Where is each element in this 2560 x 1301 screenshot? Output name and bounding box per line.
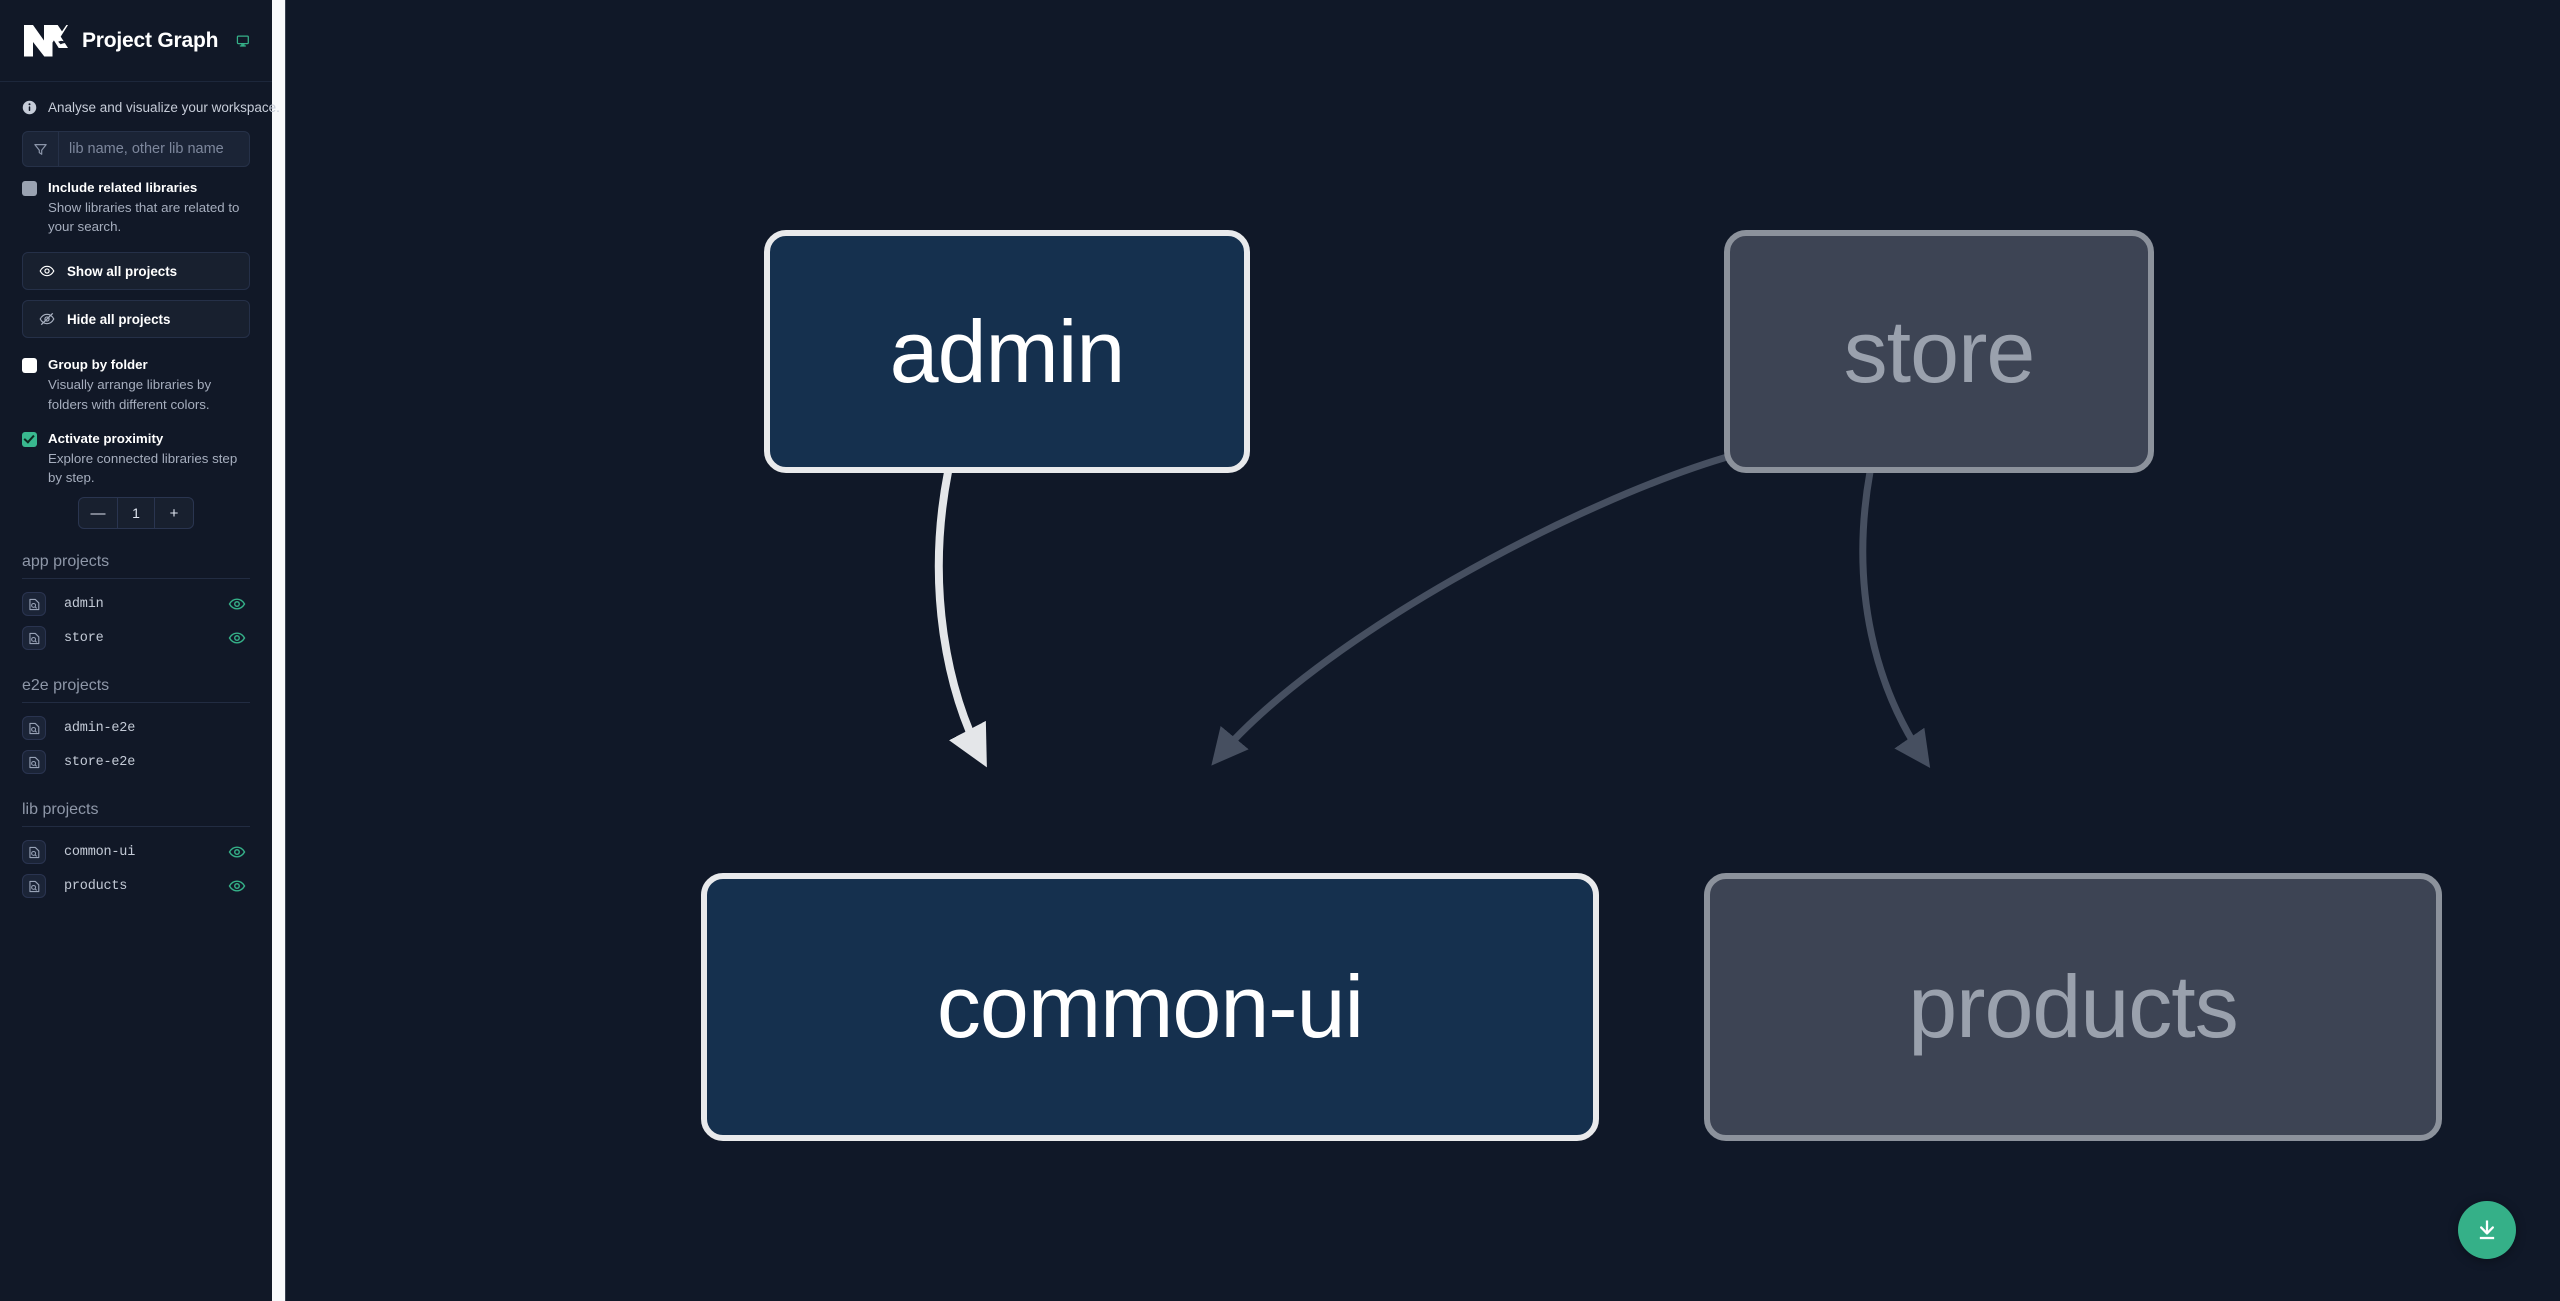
graph-canvas[interactable]: admin store common-ui products <box>286 0 2560 1301</box>
download-icon <box>2479 1220 2495 1240</box>
node-label: products <box>1908 957 2239 1056</box>
eye-icon[interactable] <box>228 877 246 895</box>
sidebar: Project Graph Analyse and visualize your… <box>0 0 280 1301</box>
project-name: store-e2e <box>64 754 136 770</box>
list-item-store[interactable]: store <box>22 621 250 655</box>
filter-funnel-icon <box>23 132 59 166</box>
list-item-admin[interactable]: admin <box>22 587 250 621</box>
list-item-store-e2e[interactable]: store-e2e <box>22 745 250 779</box>
activate-proximity-label: Activate proximity <box>48 430 164 446</box>
include-related-checkbox[interactable] <box>22 181 37 196</box>
graph-node-common-ui[interactable]: common-ui <box>701 873 1599 1141</box>
node-label: admin <box>889 301 1126 401</box>
hide-all-projects-label: Hide all projects <box>67 311 171 327</box>
project-group-lib: lib projects common-ui <box>22 801 250 903</box>
group-title-app: app projects <box>22 553 250 580</box>
nx-logo-icon <box>24 24 68 56</box>
graph-node-products[interactable]: products <box>1704 873 2442 1141</box>
group-by-folder-option[interactable]: Group by folder Visually arrange librari… <box>22 356 250 413</box>
list-item-common-ui[interactable]: common-ui <box>22 835 250 869</box>
visibility-button-group: Show all projects Hide all projects <box>22 252 250 339</box>
focus-project-icon[interactable] <box>22 626 46 651</box>
project-name: store <box>64 630 104 646</box>
sidebar-resize-handle[interactable] <box>272 0 286 1301</box>
project-name: admin-e2e <box>64 720 136 736</box>
show-all-projects-label: Show all projects <box>67 263 178 279</box>
include-related-label: Include related libraries <box>48 180 198 195</box>
project-name: products <box>64 878 128 894</box>
focus-project-icon[interactable] <box>22 592 46 617</box>
activate-proximity-option[interactable]: Activate proximity Explore connected lib… <box>22 430 250 487</box>
sidebar-body: Include related libraries Show libraries… <box>0 131 272 925</box>
focus-project-icon[interactable] <box>22 750 46 775</box>
proximity-increment-button[interactable]: + <box>155 498 193 528</box>
node-label: store <box>1843 301 2036 401</box>
edge-admin-to-common-ui <box>934 471 987 768</box>
focus-project-icon[interactable] <box>22 874 46 899</box>
activate-proximity-description: Explore connected libraries step by step… <box>48 450 238 486</box>
project-group-e2e: e2e projects admin-e2e <box>22 677 250 779</box>
edge-store-to-common-ui <box>1211 451 1735 766</box>
tagline-text: Analyse and visualize your workspace. <box>48 100 280 115</box>
eye-icon <box>39 266 55 277</box>
edge-store-to-products <box>1859 471 1931 768</box>
proximity-value: 1 <box>117 498 155 529</box>
proximity-decrement-button[interactable]: — <box>79 498 117 528</box>
hide-all-projects-button[interactable]: Hide all projects <box>22 300 250 339</box>
group-by-folder-checkbox[interactable] <box>22 358 37 374</box>
graph-edges-layer <box>934 451 1931 768</box>
eye-icon[interactable] <box>228 629 246 647</box>
proximity-stepper-wrap: — 1 + <box>22 497 250 530</box>
download-graph-button[interactable] <box>2458 1201 2516 1259</box>
search-box[interactable] <box>22 131 250 167</box>
group-title-lib: lib projects <box>22 801 250 828</box>
activate-proximity-checkbox[interactable] <box>22 431 37 447</box>
eye-off-icon <box>39 313 55 326</box>
eye-icon[interactable] <box>228 595 246 613</box>
sidebar-header: Project Graph <box>0 0 272 82</box>
graph-node-store[interactable]: store <box>1724 230 2154 473</box>
list-item-admin-e2e[interactable]: admin-e2e <box>22 711 250 745</box>
include-related-libraries-option[interactable]: Include related libraries Show libraries… <box>22 179 250 236</box>
group-by-folder-label: Group by folder <box>48 357 148 373</box>
project-name: common-ui <box>64 844 136 860</box>
include-related-description: Show libraries that are related to your … <box>48 199 240 235</box>
search-input[interactable] <box>59 132 249 166</box>
proximity-stepper[interactable]: — 1 + <box>78 497 194 530</box>
show-all-projects-button[interactable]: Show all projects <box>22 252 250 291</box>
group-title-e2e: e2e projects <box>22 677 250 704</box>
focus-project-icon[interactable] <box>22 716 46 741</box>
project-group-app: app projects admin <box>22 553 250 655</box>
node-label: common-ui <box>936 957 1364 1056</box>
project-name: admin <box>64 596 104 612</box>
tagline-row: Analyse and visualize your workspace. <box>0 82 280 131</box>
page-title: Project Graph <box>82 28 219 52</box>
info-icon <box>22 100 37 115</box>
eye-icon[interactable] <box>228 843 246 861</box>
monitor-icon[interactable] <box>236 30 250 52</box>
list-item-products[interactable]: products <box>22 869 250 903</box>
focus-project-icon[interactable] <box>22 840 46 865</box>
group-by-folder-description: Visually arrange libraries by folders wi… <box>48 377 212 412</box>
graph-node-admin[interactable]: admin <box>764 230 1250 473</box>
